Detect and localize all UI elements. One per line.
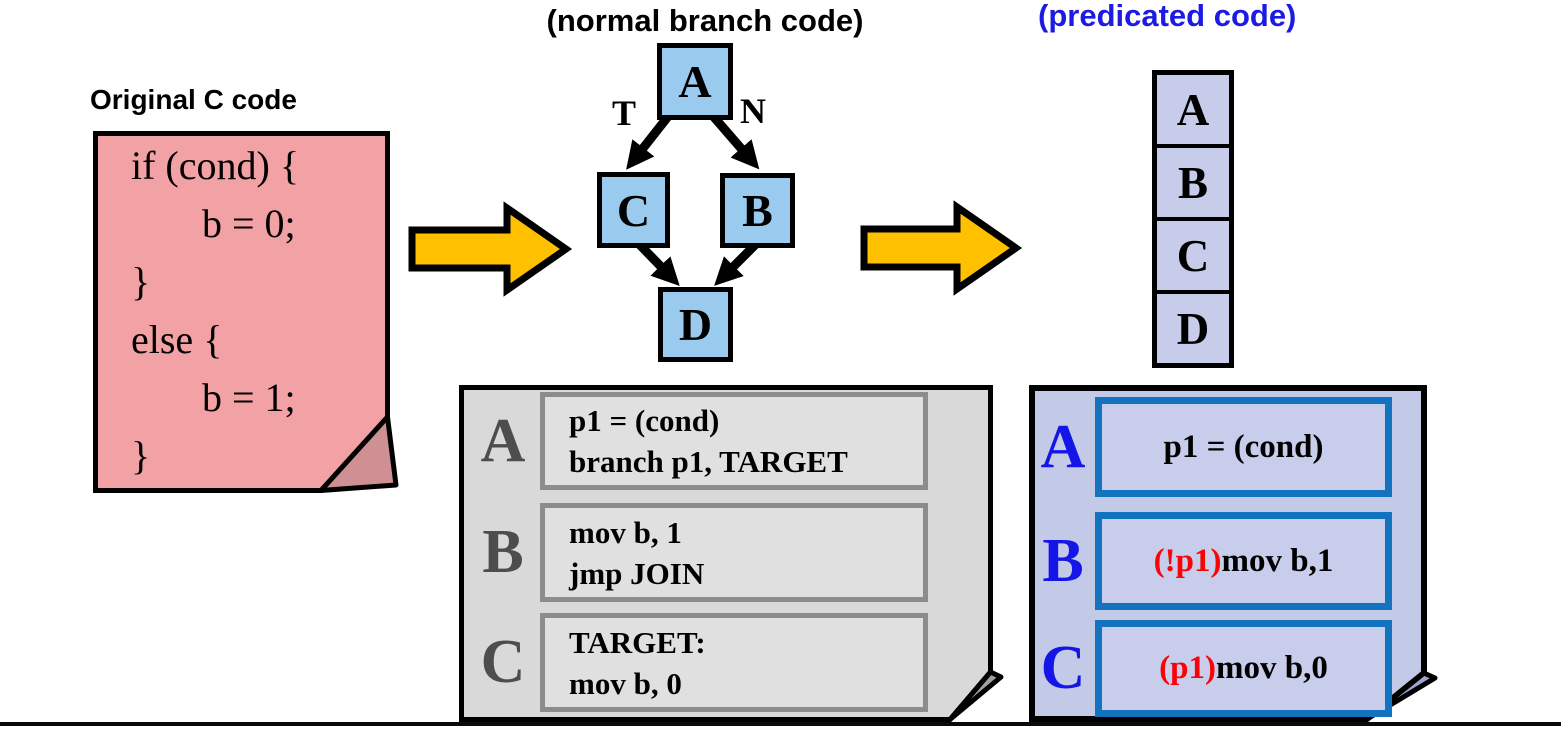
branch-code-box-a: p1 = (cond) branch p1, TARGET [540,392,928,490]
branch-code-box-c: TARGET: mov b, 0 [540,613,928,712]
c-code-line: } [131,433,151,478]
c-code-line: b = 0; [202,201,296,246]
predicated-code-box-c: (p1) mov b,0 [1095,620,1392,717]
c-code-line: } [131,259,151,304]
control-flow-graph: A C B D T N [580,40,820,370]
predicated-code-box-a: p1 = (cond) [1095,397,1392,497]
predicated-code-note: A B C p1 = (cond) (!p1) mov b,1 (p1) mov… [1029,385,1438,722]
flow-node-label: A [678,56,712,107]
c-code-line: else { [131,317,223,362]
stack-block-b: B [1157,144,1229,217]
normal-branch-code-label: (normal branch code) [546,3,864,38]
flow-node-c: C [597,172,670,248]
transform-arrow-left-icon [408,201,573,297]
asm-line: p1 = (cond) [1163,428,1324,465]
branch-row-letter: A [480,406,526,475]
predicated-row-letter: A [1040,412,1086,481]
predicated-code-box-b: (!p1) mov b,1 [1095,512,1392,610]
flow-node-b: B [720,173,795,248]
asm-line: branch p1, TARGET [569,444,848,479]
c-code-note: if (cond) { b = 0; } else { b = 1; } [93,131,399,493]
branch-row-letter: C [480,628,526,696]
stack-block-d: D [1157,290,1229,363]
branch-code-note: A B C p1 = (cond) branch p1, TARGET mov … [459,385,1004,722]
predicated-row-letter: B [1042,526,1084,595]
edge-label-taken: T [612,93,637,133]
asm-line: jmp JOIN [569,555,705,591]
predicated-block-stack: A B C D [1152,70,1234,368]
c-code-line: b = 1; [202,375,296,420]
branch-row-letter: B [482,518,524,586]
original-c-code-label: Original C code [90,84,297,115]
flow-node-a: A [657,43,733,120]
asm-line: mov b,1 [1221,542,1334,579]
asm-line: TARGET: [569,624,706,660]
asm-line: mov b, 1 [569,514,682,550]
transform-arrow-right-icon [860,200,1023,296]
predicate-tag: (p1) [1159,650,1216,686]
edge-label-not-taken: N [740,91,766,131]
predicate-tag: (!p1) [1153,542,1222,579]
flow-node-label: C [616,184,651,236]
c-code-text: if (cond) { b = 0; } else { b = 1; } [131,137,299,485]
stack-block-a: A [1176,84,1210,135]
stack-block-c: C [1157,217,1229,290]
flow-edges-icon [626,111,760,287]
asm-line: mov b,0 [1216,650,1328,686]
asm-line: mov b, 0 [569,665,682,701]
pink-note-page-icon [93,131,399,493]
asm-line: p1 = (cond) [569,403,720,438]
predicated-code-label: (predicated code) [1038,0,1297,33]
flow-node-label: B [742,185,773,236]
branch-code-box-b: mov b, 1 jmp JOIN [540,503,928,602]
bottom-divider-line [0,722,1561,726]
predicated-row-letter: C [1040,634,1086,702]
c-code-line: if (cond) { [131,143,300,188]
flow-node-d: D [658,287,733,362]
flow-node-label: D [678,299,713,350]
